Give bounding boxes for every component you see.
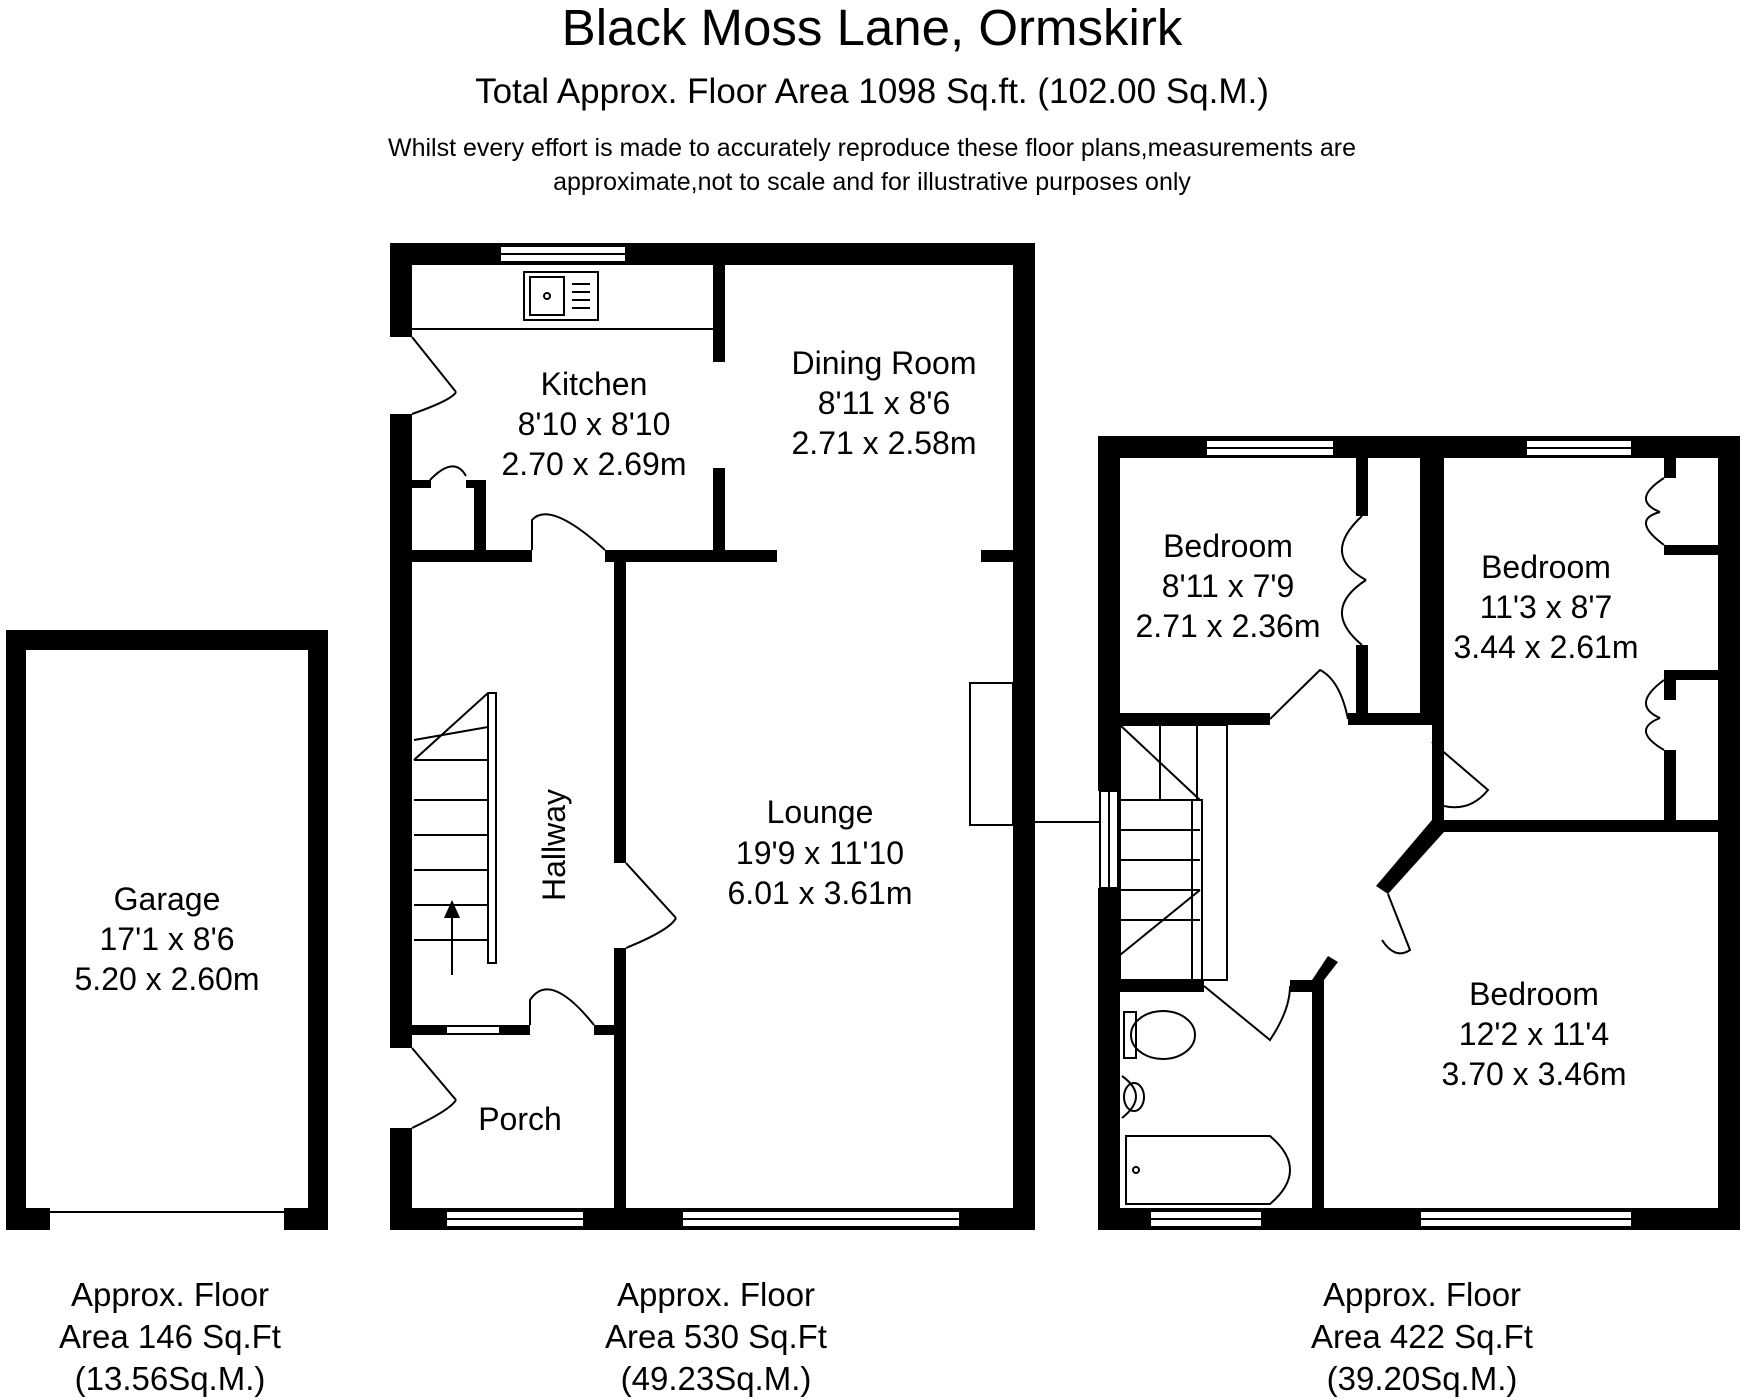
bedroom2-imperial: 11'3 x 8'7 — [1480, 589, 1613, 625]
plan-title: Black Moss Lane, Ormskirk — [562, 0, 1183, 56]
disclaimer-line-1: Whilst every effort is made to accuratel… — [388, 134, 1356, 162]
wardrobe1-doors — [1341, 515, 1367, 646]
bedroom2-metric: 3.44 x 2.61m — [1454, 629, 1639, 665]
lounge-metric: 6.01 x 3.61m — [728, 875, 913, 911]
bedroom1-name: Bedroom — [1163, 528, 1293, 564]
bedroom3-name: Bedroom — [1469, 976, 1599, 1012]
first-floor-plan — [1098, 436, 1740, 1230]
first-area-line-2: Area 422 Sq.Ft — [1311, 1318, 1533, 1355]
bedroom3-door — [1381, 893, 1412, 955]
bedroom3-metric: 3.70 x 3.46m — [1442, 1056, 1627, 1092]
cupboard-door — [429, 465, 467, 488]
bedroom2-name: Bedroom — [1481, 549, 1611, 585]
ground-area-line-1: Approx. Floor — [617, 1276, 815, 1313]
staircase — [413, 692, 497, 975]
garage-area-line-3: (13.56Sq.M.) — [75, 1360, 266, 1397]
porch-name: Porch — [478, 1101, 562, 1137]
sink-icon — [523, 271, 599, 321]
disclaimer-line-2: approximate,not to scale and for illustr… — [553, 168, 1191, 196]
first-area-line-3: (39.20Sq.M.) — [1327, 1360, 1518, 1397]
upper-staircase — [1119, 724, 1228, 981]
hallway-name: Hallway — [536, 789, 572, 901]
lounge-imperial: 19'9 x 11'10 — [736, 835, 904, 871]
kitchen-imperial: 8'10 x 8'10 — [518, 406, 671, 442]
wardrobe3-doors — [1645, 679, 1665, 751]
front-door — [411, 1047, 457, 1129]
ground-floor-plan — [390, 243, 1100, 1230]
plan-subtitle: Total Approx. Floor Area 1098 Sq.ft. (10… — [475, 72, 1269, 111]
bedroom3-imperial: 12'2 x 11'4 — [1459, 1016, 1609, 1052]
bath-icon — [1125, 1135, 1291, 1205]
hallway-door — [529, 988, 595, 1026]
dining-name: Dining Room — [792, 345, 977, 381]
toilet-icon — [1123, 1010, 1196, 1060]
chimney-breast — [969, 682, 1014, 826]
lounge-name: Lounge — [767, 794, 874, 830]
kitchen-metric: 2.70 x 2.69m — [502, 446, 687, 482]
ground-area-line-2: Area 530 Sq.Ft — [605, 1318, 827, 1355]
kitchen-door — [531, 513, 606, 551]
garage-imperial: 17'1 x 8'6 — [100, 921, 235, 957]
dining-imperial: 8'11 x 8'6 — [818, 385, 951, 421]
bedroom1-metric: 2.71 x 2.36m — [1136, 608, 1321, 644]
wardrobe2-doors — [1645, 477, 1665, 546]
first-area-line-1: Approx. Floor — [1323, 1276, 1521, 1313]
garage-metric: 5.20 x 2.60m — [75, 961, 260, 997]
garage-name: Garage — [114, 881, 221, 917]
garage-plan — [6, 630, 328, 1230]
kitchen-name: Kitchen — [541, 366, 648, 402]
kitchen-side-door — [411, 336, 457, 415]
garage-area-line-2: Area 146 Sq.Ft — [59, 1318, 281, 1355]
ground-area-line-3: (49.23Sq.M.) — [621, 1360, 812, 1397]
garage-area-line-1: Approx. Floor — [71, 1276, 269, 1313]
bedroom1-door — [1269, 668, 1349, 720]
bedroom1-imperial: 8'11 x 7'9 — [1162, 568, 1295, 604]
lounge-door — [625, 862, 677, 949]
dining-metric: 2.71 x 2.58m — [792, 425, 977, 461]
bedroom2-door — [1431, 741, 1490, 809]
bathroom-door — [1203, 985, 1291, 1042]
basin-icon — [1121, 1075, 1145, 1119]
